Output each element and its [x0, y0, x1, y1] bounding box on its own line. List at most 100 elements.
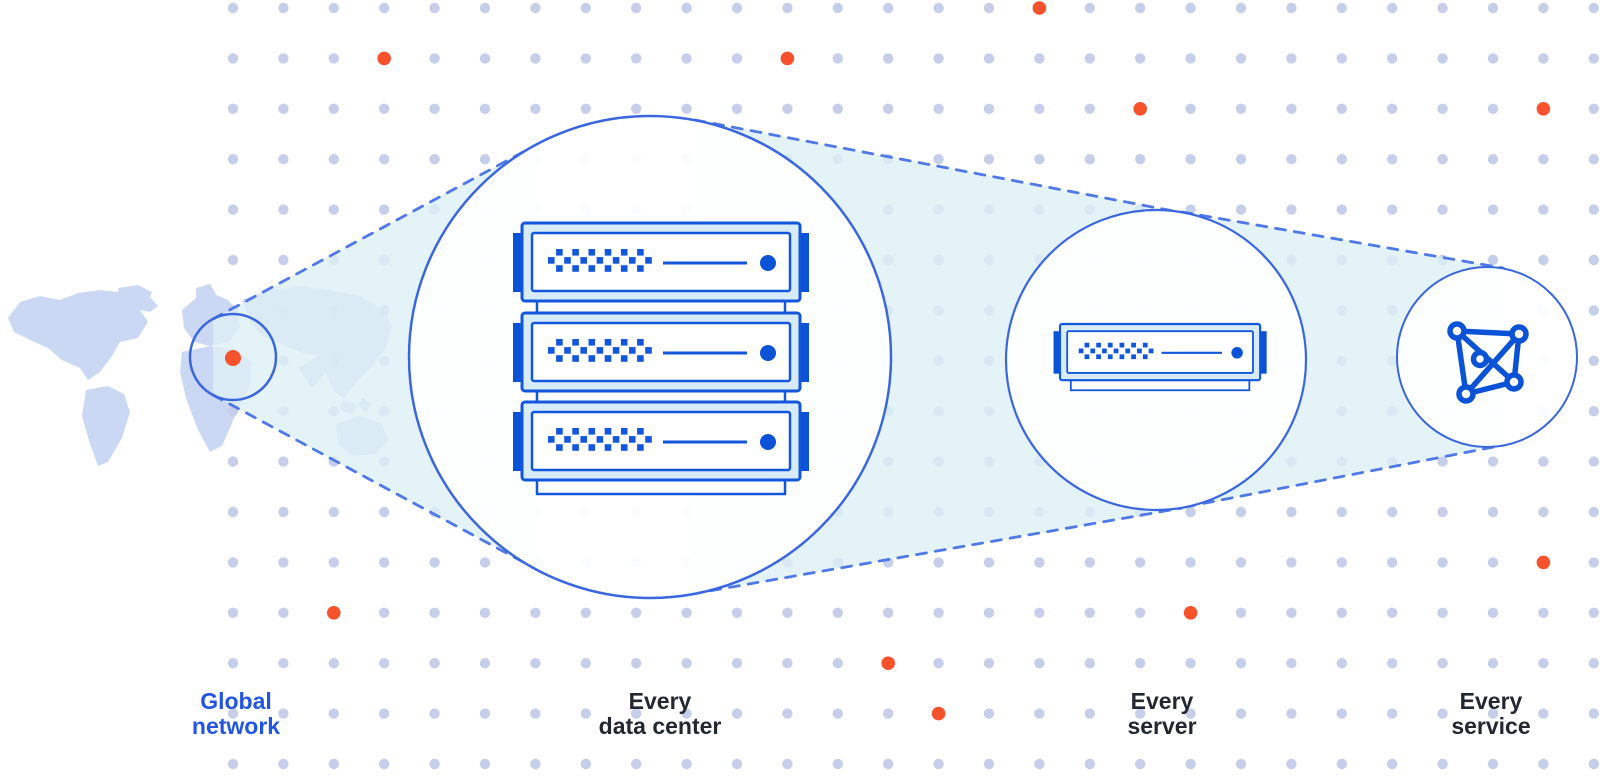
grid-dot	[278, 103, 289, 115]
grid-dot	[1336, 103, 1348, 115]
server-unit-icon	[1052, 322, 1268, 392]
grid-dot	[1336, 506, 1348, 518]
grid-dot	[1286, 53, 1297, 64]
grid-dot	[1437, 557, 1448, 568]
grid-dot	[1387, 607, 1398, 618]
grid-dot	[1286, 758, 1297, 770]
accent-dot-orange	[780, 51, 795, 66]
grid-dot	[1336, 2, 1348, 14]
grid-dot	[1588, 658, 1600, 669]
grid-dot	[479, 758, 491, 770]
grid-dot	[530, 103, 541, 115]
grid-dot	[1437, 456, 1448, 467]
grid-dot	[1538, 204, 1549, 215]
grid-dot	[1084, 708, 1096, 719]
grid-dot	[1487, 204, 1499, 215]
grid-dot	[1538, 2, 1549, 14]
grid-dot	[479, 557, 491, 568]
grid-dot	[782, 103, 793, 115]
grid-dot	[883, 53, 894, 64]
grid-dot	[379, 506, 390, 518]
grid-dot	[1336, 607, 1348, 618]
grid-dot	[1387, 758, 1398, 770]
grid-dot	[379, 154, 390, 165]
label-every-service: Every service	[1451, 689, 1530, 739]
grid-dot	[933, 658, 944, 669]
grid-dot	[1538, 708, 1549, 719]
grid-dot	[278, 154, 289, 165]
grid-dot	[1235, 708, 1247, 719]
grid-dot	[1437, 607, 1448, 618]
grid-dot	[580, 2, 591, 14]
dashed-edge	[1180, 210, 1505, 270]
grid-dot	[731, 2, 743, 14]
grid-dot	[1336, 204, 1348, 215]
grid-dot	[530, 708, 541, 719]
label-line: server	[1127, 713, 1197, 739]
grid-dot	[1588, 557, 1600, 568]
grid-dot	[1538, 506, 1549, 518]
mesh-node	[1456, 384, 1476, 404]
grid-dot	[1487, 658, 1499, 669]
grid-dot	[1235, 53, 1247, 64]
grid-dot	[227, 204, 239, 215]
server-magnifier	[1004, 208, 1308, 512]
mesh-edge	[1463, 331, 1522, 397]
grid-dot	[328, 2, 339, 14]
grid-dot	[631, 658, 642, 669]
label-every-server: Every server	[1127, 689, 1196, 739]
grid-dot	[429, 53, 440, 64]
location-dot-icon	[225, 350, 241, 366]
data-center-magnifier	[407, 114, 893, 600]
grid-dot	[1235, 607, 1247, 618]
grid-dot	[1588, 254, 1600, 266]
grid-dot	[278, 758, 289, 770]
grid-dot	[832, 658, 843, 669]
label-line: service	[1451, 713, 1531, 739]
grid-dot	[278, 204, 289, 215]
grid-dot	[1286, 607, 1297, 618]
grid-dot	[1235, 557, 1247, 568]
grid-dot	[1286, 2, 1297, 14]
grid-dot	[731, 708, 743, 719]
grid-dot	[933, 2, 944, 14]
grid-dot	[1437, 2, 1448, 14]
continent-north-america	[8, 290, 158, 380]
grid-dot	[1185, 154, 1196, 165]
grid-dot	[1487, 607, 1499, 618]
grid-dot	[1588, 2, 1600, 14]
grid-dot	[983, 758, 995, 770]
grid-dot	[1387, 53, 1398, 64]
grid-dot	[1084, 154, 1096, 165]
grid-dot	[1286, 658, 1297, 669]
accent-dot-orange	[1183, 606, 1198, 620]
grid-dot	[731, 658, 743, 669]
grid-dot	[1588, 305, 1600, 316]
grid-dot	[1135, 2, 1146, 14]
grid-dot	[731, 607, 743, 618]
grid-dot	[1437, 204, 1448, 215]
grid-dot	[227, 53, 239, 64]
grid-dot	[479, 2, 491, 14]
grid-dot	[1034, 708, 1045, 719]
grid-dot	[1387, 2, 1398, 14]
grid-dot	[1538, 658, 1549, 669]
grid-dot	[1538, 53, 1549, 64]
grid-dot	[530, 758, 541, 770]
grid-dot	[530, 53, 541, 64]
grid-dot	[1487, 456, 1499, 467]
grid-dot	[1588, 758, 1600, 770]
grid-dot	[1135, 53, 1146, 64]
grid-dot	[278, 557, 289, 568]
grid-dot	[429, 708, 440, 719]
grid-dot	[1235, 2, 1247, 14]
grid-dot	[983, 658, 995, 669]
grid-dot	[1185, 506, 1196, 518]
grid-dot	[1084, 658, 1096, 669]
mesh-edge	[1454, 328, 1522, 337]
grid-dot	[479, 708, 491, 719]
map-highlight-circle	[188, 312, 278, 402]
grid-dot	[933, 758, 944, 770]
grid-dot	[983, 2, 995, 14]
